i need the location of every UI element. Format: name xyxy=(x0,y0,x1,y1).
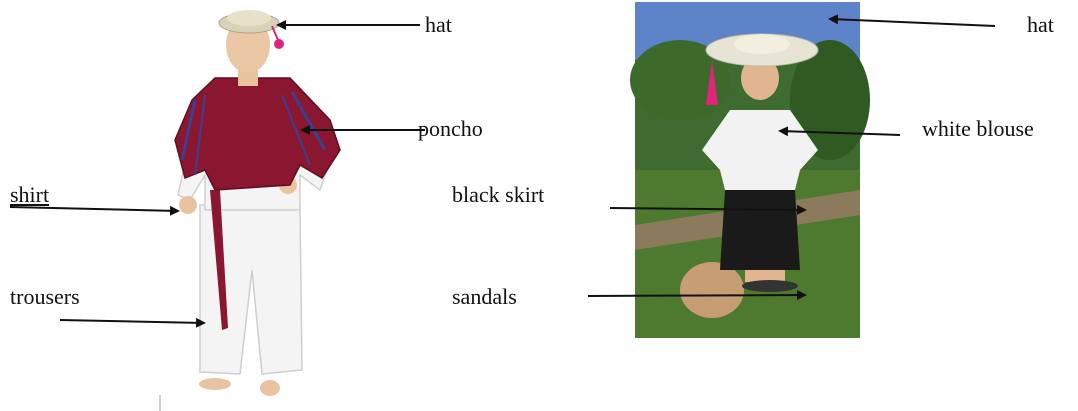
poncho-stripe-2 xyxy=(194,94,206,176)
label-black-skirt: black skirt xyxy=(452,182,545,207)
arrow-sandals xyxy=(587,290,807,301)
sash-shape xyxy=(210,190,228,330)
tassel-icon xyxy=(274,39,284,49)
trousers-shape xyxy=(199,204,303,375)
hat-crown-right xyxy=(734,34,790,54)
label-trousers: trousers xyxy=(10,284,80,309)
girl-photo xyxy=(630,2,870,338)
poncho-stripe-4 xyxy=(281,94,311,166)
tassel-cord xyxy=(271,25,279,41)
black-skirt-shape xyxy=(720,190,800,270)
arrow-hat-right xyxy=(828,14,996,27)
label-white-blouse: white blouse xyxy=(922,116,1034,141)
label-poncho: poncho xyxy=(418,116,483,141)
left-foot xyxy=(199,378,231,390)
label-hat-left: hat xyxy=(425,12,452,37)
arrow-white-blouse xyxy=(778,126,901,137)
arrow-trousers xyxy=(59,317,206,328)
right-foot xyxy=(260,380,280,396)
white-blouse-shape xyxy=(702,110,818,190)
arrow-black-skirt xyxy=(609,204,807,215)
poncho-stripe-3 xyxy=(290,91,327,151)
clay-pot xyxy=(680,262,744,318)
label-sandals: sandals xyxy=(452,284,517,309)
sandals-shape xyxy=(742,280,798,292)
poncho-stripe-1 xyxy=(180,99,197,161)
left-hand xyxy=(179,196,197,214)
label-shirt: shirt xyxy=(10,182,50,207)
girl-face xyxy=(741,56,779,100)
photo-tree-1 xyxy=(630,40,730,120)
label-hat-right: hat xyxy=(1027,12,1054,37)
pink-tassel-icon xyxy=(706,60,718,105)
hat-crown-left xyxy=(227,10,271,26)
photo-tree-2 xyxy=(790,40,870,160)
arrow-shirt xyxy=(9,205,180,216)
